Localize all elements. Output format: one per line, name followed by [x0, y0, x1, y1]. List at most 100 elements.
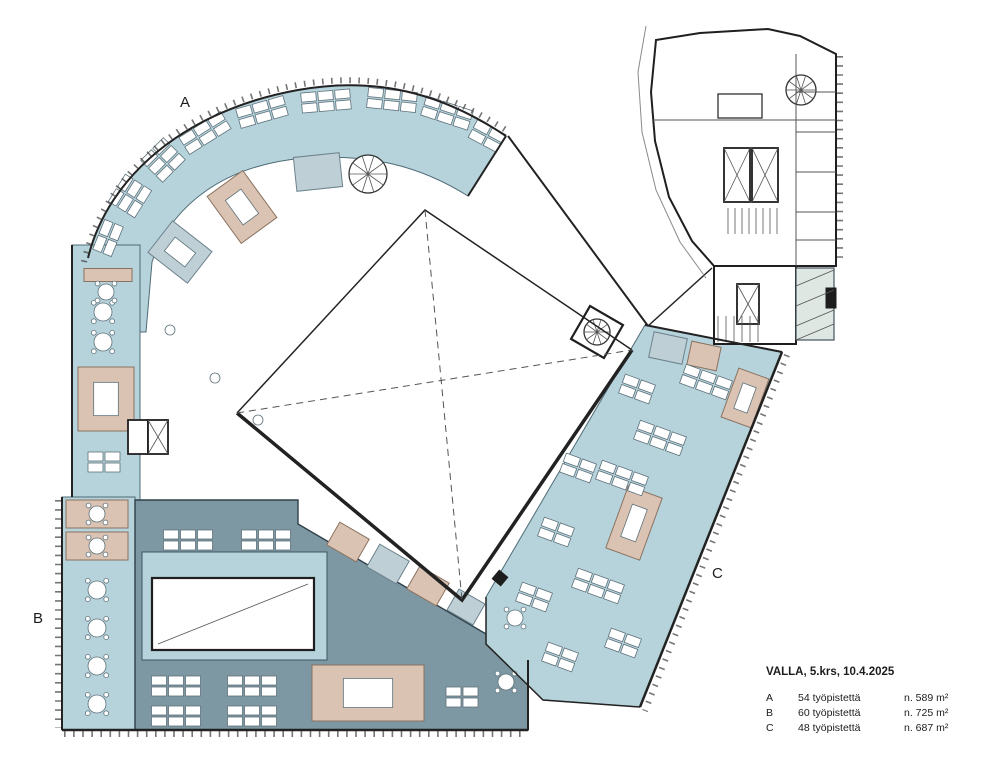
legend-workstations: 54 työpistettä — [798, 692, 861, 704]
legend: VALLA, 5.krs, 10.4.2025 A 54 työpistettä… — [766, 666, 986, 736]
desk-cluster — [241, 529, 291, 551]
atrium-dashed-2 — [424, 209, 463, 601]
desk-cluster — [163, 529, 213, 551]
section-label-c: C — [712, 565, 723, 582]
site-boundary — [637, 25, 707, 279]
atrium-heavy-edge — [235, 349, 634, 603]
meeting-room — [311, 664, 425, 722]
desk-cluster — [87, 451, 121, 473]
utility-room — [147, 220, 213, 284]
shaft — [147, 419, 169, 455]
desk-cluster — [151, 705, 201, 727]
meeting-room — [686, 340, 722, 372]
east-facade — [507, 135, 649, 327]
meeting-room — [77, 366, 135, 432]
east-facade-link — [647, 267, 713, 327]
desk-cluster — [559, 452, 597, 484]
desk-cluster — [604, 627, 642, 659]
round-table — [503, 606, 527, 630]
utility-room — [446, 588, 486, 626]
desk-cluster — [151, 675, 201, 697]
desk-cluster — [537, 516, 575, 548]
meeting-room — [720, 367, 770, 429]
legend-title: VALLA, 5.krs, 10.4.2025 — [766, 666, 895, 678]
wing-c-lower-wall — [485, 597, 641, 708]
legend-row: C 48 työpistettä n. 687 m² — [766, 721, 986, 736]
desk-cluster — [515, 581, 553, 613]
conference-diagonal — [157, 583, 309, 645]
wing-a-facade — [87, 84, 507, 259]
atrium-core-block — [491, 569, 509, 587]
desk-cluster — [140, 137, 186, 183]
wing-a-endwall — [467, 135, 507, 197]
desk-cluster — [227, 675, 277, 697]
atrium-dashed-1 — [236, 349, 633, 414]
round-table — [85, 578, 109, 602]
legend-area: n. 589 m² — [904, 692, 949, 704]
desk-cluster — [300, 88, 352, 114]
shaft — [723, 147, 751, 203]
round-table — [252, 414, 264, 426]
desk-cluster — [178, 110, 232, 156]
section-label-a: A — [180, 94, 191, 111]
round-table — [85, 692, 109, 716]
round-table — [91, 300, 115, 324]
meeting-room — [605, 485, 663, 561]
round-table — [85, 502, 109, 526]
round-table — [209, 372, 221, 384]
hatched-room-hatch — [795, 269, 835, 341]
desk-cluster — [467, 119, 507, 153]
spiral-stair-icon — [348, 154, 388, 194]
legend-workstations: 48 työpistettä — [798, 722, 861, 734]
legend-area: n. 725 m² — [904, 707, 949, 719]
utility-room — [292, 152, 344, 192]
round-table — [85, 654, 109, 678]
wing-c-top-wall — [644, 324, 783, 353]
legend-row: B 60 työpistettä n. 725 m² — [766, 706, 986, 721]
wing-c-facade-ticks — [642, 353, 790, 713]
legend-section: C — [766, 722, 774, 734]
legend-section: B — [766, 707, 774, 719]
annex-room — [717, 93, 763, 119]
utility-room — [648, 331, 688, 365]
spiral-stair-icon — [785, 74, 817, 106]
meeting-room — [206, 169, 278, 245]
desk-cluster — [618, 373, 656, 405]
wing-c-outer-facade — [638, 351, 784, 708]
desk-cluster — [541, 641, 579, 673]
desk-cluster — [366, 87, 418, 113]
desk-cluster — [571, 567, 625, 605]
legend-row: A 54 työpistettä n. 589 m² — [766, 691, 986, 706]
meeting-room — [326, 521, 370, 563]
round-table — [164, 324, 176, 336]
utility-room — [366, 543, 410, 585]
meeting-room — [83, 268, 133, 282]
furniture-layer — [65, 74, 837, 727]
walls-layer — [55, 25, 843, 737]
stair-treads — [717, 316, 759, 342]
round-table — [494, 670, 518, 694]
meeting-room — [406, 565, 450, 607]
stair-treads — [727, 208, 778, 234]
legend-area: n. 687 m² — [904, 722, 949, 734]
shaft — [751, 147, 779, 203]
round-table — [91, 330, 115, 354]
round-table — [85, 616, 109, 640]
spiral-stair-icon — [583, 318, 611, 346]
desk-cluster — [679, 363, 733, 401]
desk-cluster — [227, 705, 277, 727]
desk-cluster — [595, 459, 649, 497]
desk-cluster — [445, 686, 479, 708]
shaft — [127, 419, 149, 455]
meeting-room — [65, 531, 129, 561]
shaft — [825, 287, 837, 309]
annex-inner-walls — [653, 54, 836, 266]
desk-cluster — [235, 95, 289, 129]
desk-cluster — [92, 218, 124, 258]
desk-cluster — [633, 419, 687, 457]
section-label-b: B — [33, 610, 44, 627]
legend-workstations: 60 työpistettä — [798, 707, 861, 719]
round-table — [94, 280, 118, 304]
